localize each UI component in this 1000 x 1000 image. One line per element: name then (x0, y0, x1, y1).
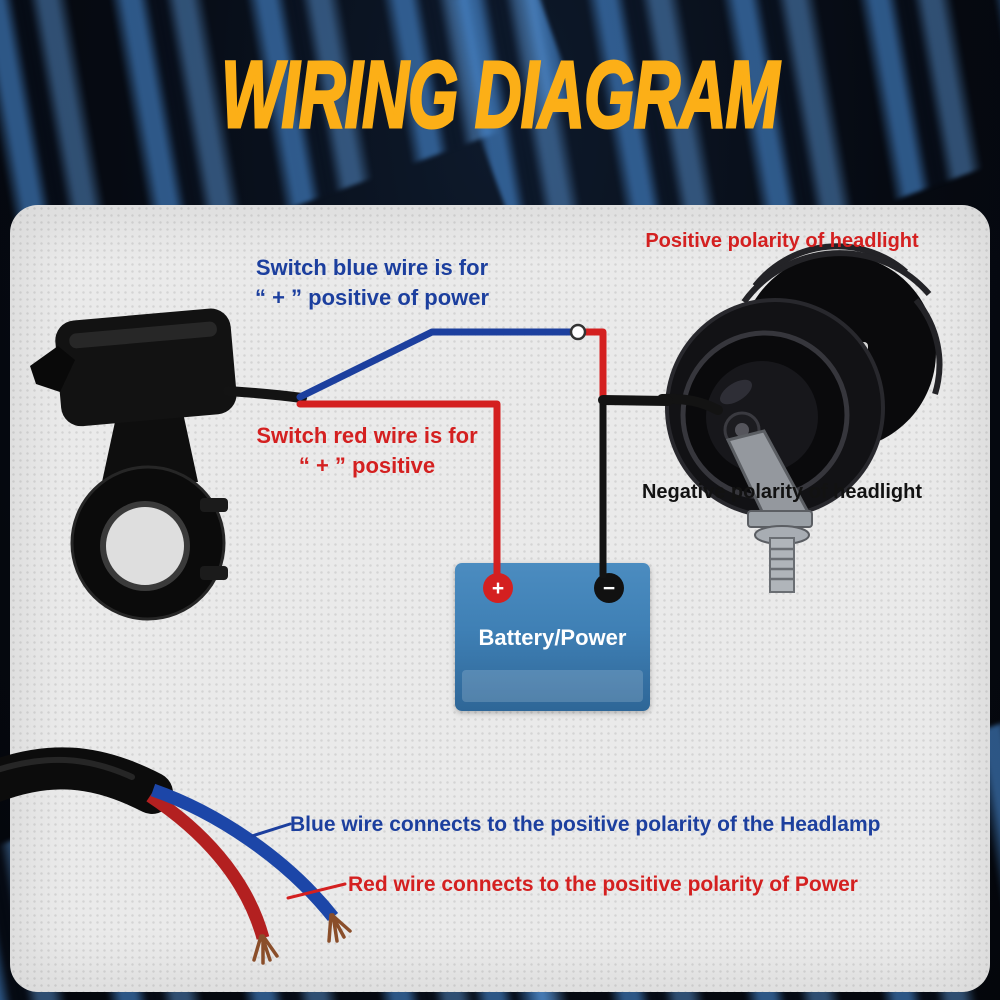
label-line: Switch blue wire is for (255, 255, 489, 280)
switch-illustration (30, 308, 307, 621)
minus-symbol: − (602, 576, 616, 600)
battery-negative-terminal: − (594, 573, 624, 603)
leader-line-blue (250, 822, 292, 838)
battery-stripe (462, 670, 643, 702)
headlight-illustration (657, 243, 943, 593)
label-switch-red-wire: Switch red wire is for “ + ” positive (212, 421, 522, 480)
label-line: “ + ” positive (298, 452, 436, 478)
label-switch-blue-wire: Switch blue wire is for “ + ” positive o… (212, 253, 532, 312)
label-line: “ + ” positive of power (254, 284, 490, 310)
plus-symbol: + (491, 576, 505, 600)
leader-line-red (286, 882, 347, 900)
cable-blue-lead (150, 783, 339, 922)
page-title: WIRING DIAGRAM (220, 42, 780, 148)
label-line: Switch red wire is for (256, 423, 478, 448)
wire-switch-blue (296, 328, 575, 401)
battery-label: Battery/Power (478, 625, 627, 650)
wire-headlight-positive (581, 328, 607, 402)
cable-red-lead (146, 790, 270, 940)
switch-wire-stub (223, 386, 307, 403)
label-bottom-blue-wire: Blue wire connects to the positive polar… (290, 813, 881, 836)
cable-illustration (0, 747, 352, 965)
wire-headlight-lead (598, 395, 673, 406)
label-negative-headlight: Negative polarity of headlight (641, 481, 923, 503)
wire-switch-red (296, 400, 501, 579)
battery: + − Battery/Power (455, 563, 650, 711)
connector-dot (569, 323, 587, 341)
mounting-bolt (769, 537, 795, 593)
label-positive-headlight: Positive polarity of headlight (645, 230, 919, 252)
label-bottom-red-wire: Red wire connects to the positive polari… (348, 873, 858, 896)
